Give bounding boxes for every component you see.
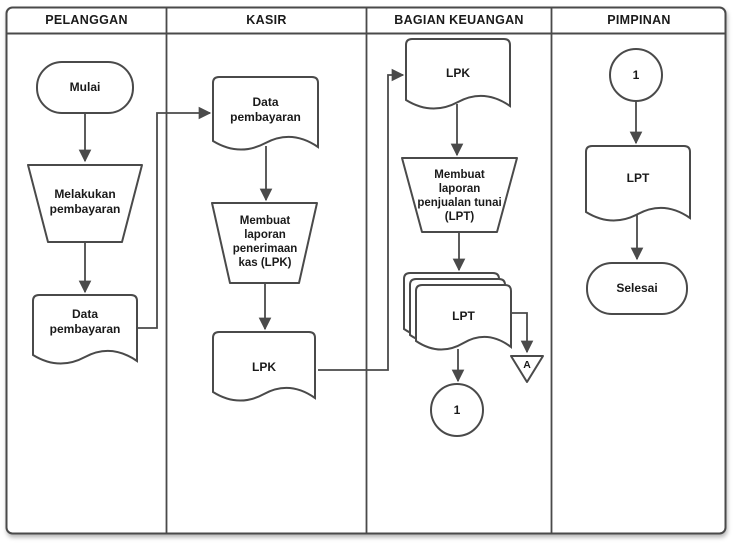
document-lpk-kasir [212, 331, 316, 402]
document-lpk-keuangan [405, 38, 511, 110]
document-lpt-pimpinan [585, 145, 691, 222]
connector-lpt-to-arsip [511, 312, 534, 354]
end-terminator-selesai [586, 262, 688, 315]
manual-operation-melakukan-pembayaran [27, 164, 143, 243]
document-data-pembayaran-kasir [212, 76, 319, 151]
offpage-connector-1-keuangan [430, 383, 484, 437]
connector-datapembayaran-to-kasir [137, 106, 212, 329]
offpage-connector-1-pimpinan [609, 48, 663, 102]
manual-operation-membuat-lpt [401, 157, 518, 233]
manual-operation-membuat-lpk [211, 202, 318, 284]
connector-lpk-to-keuangan [318, 68, 405, 371]
document-data-pembayaran-pelanggan [32, 294, 138, 365]
archive-triangle-a [510, 355, 544, 383]
multi-document-lpt-keuangan [415, 284, 512, 351]
start-terminator-mulai [36, 61, 134, 114]
